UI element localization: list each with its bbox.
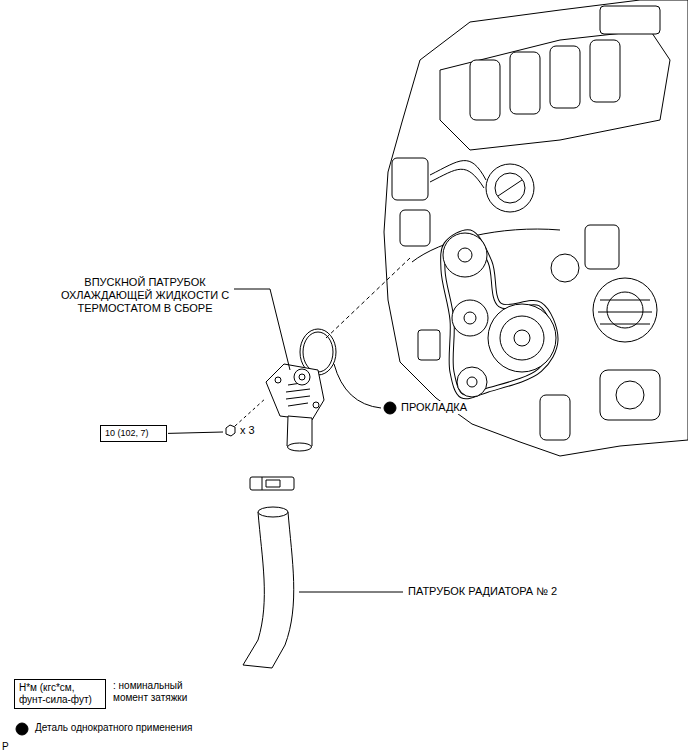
legend-torque-sample: Н*м (кгс*см, фунт-сила-фут) — [14, 679, 106, 709]
leader-line — [234, 289, 290, 370]
hose-clip — [262, 477, 263, 490]
ignition-coil — [400, 210, 430, 246]
throttle-body — [486, 164, 534, 212]
ignition-coil — [392, 158, 428, 200]
crank-pulley — [500, 316, 544, 360]
pulley — [551, 254, 579, 282]
bolt — [226, 425, 235, 436]
idler-pulley — [443, 233, 487, 277]
engine-bracket — [418, 330, 440, 360]
throttle-body — [495, 173, 525, 203]
install-line — [235, 398, 266, 426]
alternator — [593, 278, 657, 342]
intake-runner — [590, 40, 620, 102]
quantity: x 3 — [240, 424, 255, 437]
leader-line — [168, 432, 223, 433]
crank-pulley — [488, 304, 556, 372]
legend-text: Деталь однократного применения — [35, 722, 192, 734]
part-name: ВПУСКНОЙ ПАТРУБОК ОХЛАЖДАЮЩЕЙ ЖИДКОСТИ С… — [57, 276, 233, 316]
intake-runner — [510, 52, 540, 114]
oil-filter — [540, 395, 570, 440]
engine-outline — [384, 0, 688, 456]
pulley — [452, 300, 488, 336]
intake-runner — [470, 60, 500, 120]
thermostat-spring — [286, 382, 310, 406]
throttle-plate — [498, 180, 522, 196]
thermostat-valve — [299, 374, 305, 380]
leader-line — [299, 592, 403, 593]
hose — [430, 169, 484, 188]
pulley — [457, 367, 487, 397]
alternator-rib — [600, 324, 650, 325]
single-use-mark — [384, 402, 396, 414]
pulley — [467, 377, 477, 387]
compressor — [616, 381, 644, 409]
compressor — [600, 370, 660, 420]
part-name: ПРОКЛАДКА — [401, 401, 467, 414]
engine-cover-part — [600, 6, 660, 34]
node-text: 10 (102, 7) — [105, 428, 162, 439]
leader-line — [334, 364, 381, 408]
torque-box: 10 (102, 7) — [100, 425, 167, 442]
ignition-coil — [585, 225, 619, 269]
node-text: Н*м (кгс*см, фунт-сила-фут) — [19, 682, 101, 706]
hose-clip — [250, 477, 294, 490]
alternator — [607, 292, 643, 328]
outlet-pipe — [288, 443, 312, 451]
pulley — [464, 312, 476, 324]
gasket — [303, 332, 333, 372]
thermostat-valve — [294, 369, 310, 385]
drive-belt — [443, 232, 556, 397]
radiator-hose — [243, 512, 294, 668]
page-mark: P — [2, 741, 9, 753]
idler-pulley — [458, 248, 472, 262]
single-use-mark — [16, 723, 28, 735]
bolt-hole — [275, 377, 281, 383]
part-name: ПАТРУБОК РАДИАТОРА № 2 — [408, 585, 557, 598]
alternator-rib — [600, 300, 650, 301]
hose-clip — [266, 480, 280, 487]
install-line — [326, 258, 410, 338]
alternator-rib — [598, 312, 652, 313]
legend-text: : номинальный момент затяжки — [113, 680, 195, 704]
crank-pulley — [514, 330, 530, 346]
radiator-hose — [258, 507, 288, 517]
thermostat-housing — [266, 364, 324, 420]
bolt-hole — [313, 402, 319, 408]
intake-manifold — [440, 30, 670, 150]
hose — [430, 161, 486, 180]
intake-runner — [550, 46, 580, 108]
drive-belt — [443, 232, 556, 397]
outlet-pipe — [287, 416, 312, 450]
